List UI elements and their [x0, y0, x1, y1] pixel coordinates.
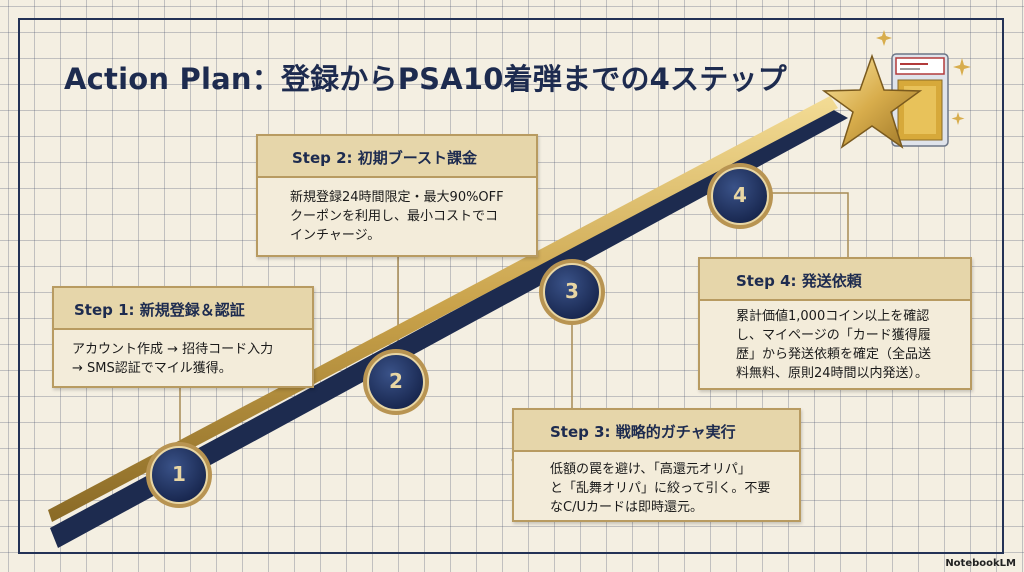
- step-1-line-2: → SMS認証でマイル獲得。: [72, 361, 232, 376]
- step-number-2: 2: [389, 369, 403, 393]
- step-number-1: 1: [172, 462, 186, 486]
- star-icon: [821, 30, 971, 149]
- step-card-4: Step 4: 発送依頼 累計価値1,000コイン以上を確認 し、マイページの「…: [698, 257, 972, 390]
- step-3-line-3: なC/Uカードは即時還元。: [550, 500, 703, 515]
- step-ball-4: [707, 163, 773, 229]
- step-4-line-1: 累計価値1,000コイン以上を確認: [736, 309, 930, 324]
- step-3-line-2: と「乱舞オリパ」に絞って引く。不要: [550, 481, 771, 496]
- step-2-line-2: クーポンを利用し、最小コストでコ: [290, 209, 499, 224]
- ribbon-gold: [48, 96, 838, 522]
- step-card-2: Step 2: 初期ブースト課金 新規登録24時間限定・最大90%OFF クーポ…: [256, 134, 538, 257]
- step-4-line-2: し、マイページの「カード獲得履: [736, 328, 931, 343]
- step-4-line-4: 料無料、原則24時間以内発送）。: [736, 366, 929, 381]
- step-4-line-3: 歴」から発送依頼を確定（全品送: [736, 347, 932, 362]
- step-card-3: Step 3: 戦略的ガチャ実行 低額の罠を避け、「高還元オリパ」 と「乱舞オリ…: [512, 408, 801, 522]
- step-3-line-1: 低額の罠を避け、「高還元オリパ」: [550, 462, 751, 477]
- step-2-line-1: 新規登録24時間限定・最大90%OFF: [290, 190, 504, 205]
- psa-slab-icon: [891, 53, 949, 147]
- page-frame: [18, 18, 1004, 554]
- step-title-4: Step 4: 発送依頼: [700, 259, 970, 301]
- step-2-line-3: インチャージ。: [290, 228, 381, 243]
- step-ball-3: [539, 259, 605, 325]
- step-title-2: Step 2: 初期ブースト課金: [258, 136, 536, 178]
- brand-label: NotebookLM: [945, 558, 1016, 569]
- step-ball-1: [146, 442, 212, 508]
- step-card-1: Step 1: 新規登録＆認証 アカウント作成 → 招待コード入力 → SMS認…: [52, 286, 314, 388]
- step-title-3: Step 3: 戦略的ガチャ実行: [514, 410, 799, 452]
- step-number-3: 3: [565, 279, 579, 303]
- step-1-line-1: アカウント作成 → 招待コード入力: [72, 342, 274, 357]
- step-number-4: 4: [733, 183, 747, 207]
- step-title-1: Step 1: 新規登録＆認証: [54, 288, 312, 330]
- page-title: Action Plan：登録からPSA10着弾までの4ステップ: [64, 62, 787, 96]
- ribbon-navy: [50, 108, 848, 548]
- step-ball-2: [363, 349, 429, 415]
